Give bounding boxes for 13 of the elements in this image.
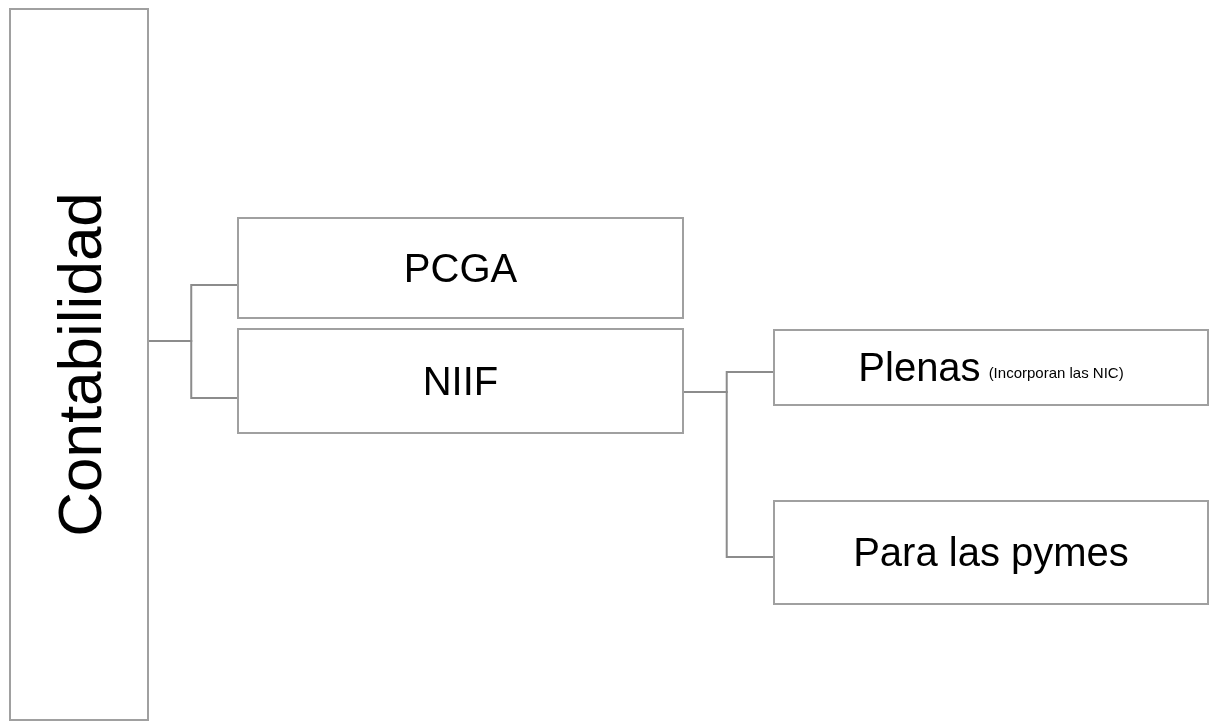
- process-box: [773, 329, 1209, 406]
- process-box: [9, 8, 149, 721]
- node-note: (Incorporan las NIC): [988, 364, 1124, 381]
- process-box: [773, 500, 1209, 605]
- node-label: NIIF: [422, 358, 499, 404]
- connector-line: [148, 340, 238, 399]
- node-label: Para las pymes: [853, 530, 1129, 575]
- connector-line: [683, 391, 774, 558]
- node-label: Contabilidad: [43, 192, 115, 537]
- node-label: PCGA: [403, 245, 518, 291]
- node-label: Plenas: [858, 345, 981, 390]
- process-box: [237, 217, 684, 319]
- process-box: [237, 328, 684, 434]
